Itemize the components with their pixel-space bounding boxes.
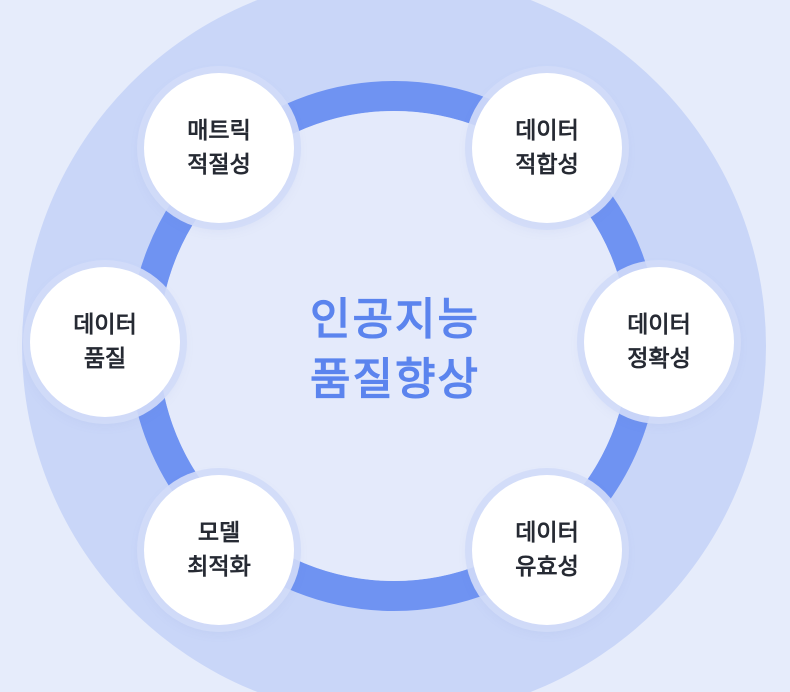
- node-label-line2: 최적화: [187, 554, 251, 580]
- node-label-line2: 정확성: [627, 346, 691, 372]
- node-data-quality: 데이터 품질: [30, 267, 180, 417]
- node-label-line1: 데이터: [73, 312, 137, 338]
- node-label-line1: 모델: [197, 520, 241, 546]
- node-data-validity: 데이터 유효성: [472, 475, 622, 625]
- node-label-line1: 데이터: [627, 312, 691, 338]
- node-label-line1: 데이터: [515, 118, 579, 144]
- node-data-accuracy: 데이터 정확성: [584, 267, 734, 417]
- node-data-suitability: 데이터 적합성: [472, 73, 622, 223]
- node-label-line2: 적절성: [187, 152, 251, 178]
- inner-disk: [159, 111, 629, 581]
- center-title-line1: 인공지능: [310, 294, 480, 345]
- center-title-line2: 품질향상: [310, 354, 480, 405]
- node-label-line2: 적합성: [515, 152, 579, 178]
- node-label-line1: 데이터: [515, 520, 579, 546]
- node-label-line2: 품질: [83, 346, 127, 372]
- node-model-optimization: 모델 최적화: [144, 475, 294, 625]
- node-label-line1: 매트릭: [187, 118, 251, 144]
- node-label-line2: 유효성: [515, 554, 579, 580]
- node-metric-appropriateness: 매트릭 적절성: [144, 73, 294, 223]
- center-title: 인공지능 품질향상: [245, 290, 545, 410]
